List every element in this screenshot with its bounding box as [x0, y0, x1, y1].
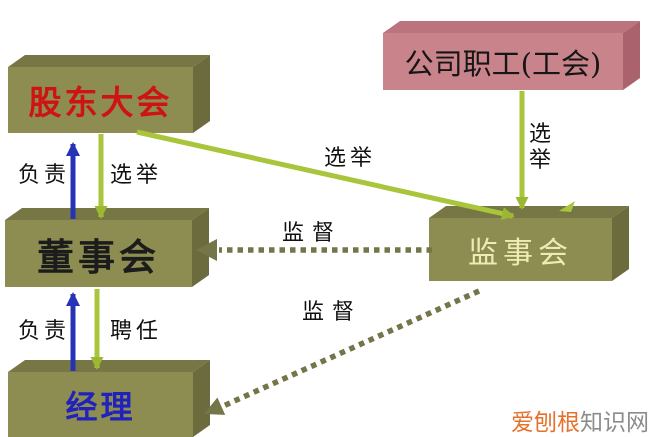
box-top-face	[383, 21, 640, 33]
box-side-face	[193, 360, 210, 437]
node-label-board-of-directors: 董事会	[37, 235, 160, 279]
node-supervisory-board: 监事会	[429, 218, 612, 281]
box-top-face	[8, 55, 210, 67]
edge-label-jiandu-diagonal: 监督	[302, 300, 363, 325]
edge-label-xuanju-diagonal: 选举	[324, 146, 377, 171]
watermark-suffix: 知识网	[580, 410, 648, 436]
site-watermark: 爱刨根知识网	[511, 403, 648, 437]
box-top-face	[5, 208, 209, 220]
box-front-face: 公司职工(工会)	[383, 33, 623, 90]
edge-label-jiandu-horizontal: 监督	[282, 221, 343, 246]
box-side-face	[623, 21, 640, 90]
edge-label-xuanju-top: 选举	[110, 163, 163, 188]
box-front-face: 监事会	[429, 218, 612, 281]
node-label-shareholders-meeting: 股东大会	[28, 83, 173, 122]
node-label-company-staff-union: 公司职工(工会)	[404, 46, 602, 81]
node-manager: 经理	[8, 372, 193, 437]
watermark-brand: 爱刨根	[511, 410, 580, 436]
box-top-face	[8, 360, 210, 372]
box-front-face: 董事会	[5, 220, 192, 287]
box-front-face: 经理	[8, 372, 193, 437]
edge-label-xuanju-vertical: 选举	[529, 122, 552, 173]
box-top-face	[429, 206, 629, 218]
node-label-manager: 经理	[65, 387, 136, 426]
box-side-face	[193, 55, 210, 133]
node-shareholders-meeting: 股东大会	[8, 67, 193, 133]
edge-label-fuze-top: 负责	[18, 163, 71, 188]
node-company-staff-union: 公司职工(工会)	[383, 33, 623, 90]
node-board-of-directors: 董事会	[5, 220, 192, 287]
box-side-face	[612, 206, 629, 281]
box-front-face: 股东大会	[8, 67, 193, 133]
edge-label-pinren: 聘任	[110, 319, 163, 344]
edge-label-fuze-bottom: 负责	[18, 319, 71, 344]
box-side-face	[192, 208, 209, 287]
node-label-supervisory-board: 监事会	[468, 235, 573, 271]
